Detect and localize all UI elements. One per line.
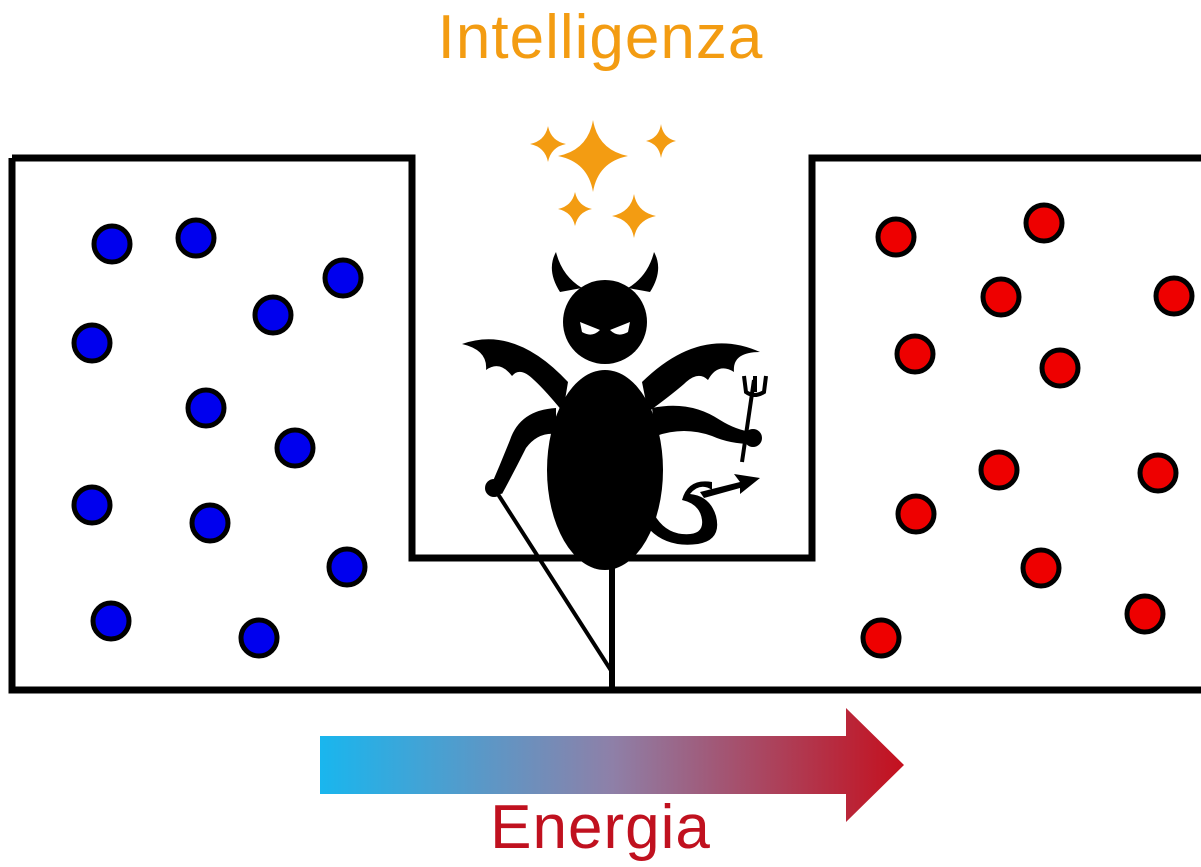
cold-particle [71, 484, 113, 526]
hot-particle [1020, 547, 1062, 589]
hot-particle [895, 493, 937, 535]
energy-label: Energia [490, 793, 711, 862]
hot-particle [875, 216, 917, 258]
cold-particle [90, 600, 132, 642]
sparkles-icon [530, 120, 676, 238]
cold-particle [71, 322, 113, 364]
cold-particle [252, 294, 294, 336]
hot-particle [1124, 593, 1166, 635]
hot-particles [860, 202, 1195, 659]
cold-particle [326, 546, 368, 588]
trapdoor-flap [492, 486, 614, 674]
hot-particle [1137, 452, 1179, 494]
cold-particle [175, 217, 217, 259]
hot-particle [980, 276, 1022, 318]
hot-particle [1039, 347, 1081, 389]
cold-particle [322, 257, 364, 299]
demon-eyes [580, 322, 630, 335]
hot-particle [1023, 202, 1065, 244]
cold-particle [274, 427, 316, 469]
demon-icon [462, 252, 762, 570]
hot-particle [894, 333, 936, 375]
cold-particle [238, 617, 280, 659]
intelligence-label: Intelligenza [437, 3, 764, 72]
cold-particles [71, 217, 368, 659]
cold-particle [91, 223, 133, 265]
hot-particle [860, 617, 902, 659]
cold-particle [185, 387, 227, 429]
pitchfork-icon [740, 375, 768, 463]
cold-particle [189, 502, 231, 544]
hot-particle [978, 449, 1020, 491]
energy-arrow [320, 708, 904, 822]
hot-particle [1153, 275, 1195, 317]
